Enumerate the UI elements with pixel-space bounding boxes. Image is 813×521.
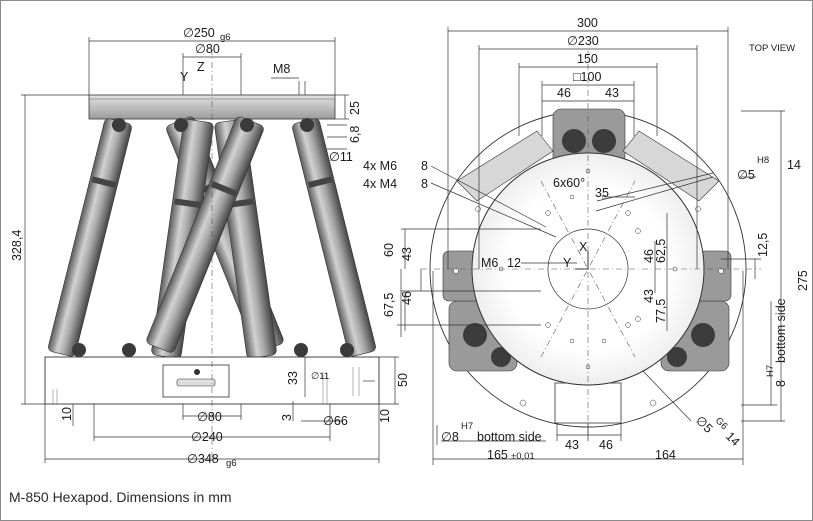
dim-10-left: 10 (60, 407, 74, 421)
dim-43-left: 43 (400, 247, 414, 261)
dim-12-5: 12,5 (756, 233, 770, 257)
bottom-side-left: bottom side (477, 430, 542, 444)
dim-d11-base: ∅11 (311, 371, 329, 382)
dim-46-right: 46 (642, 249, 656, 263)
top-view-label: TOP VIEW (749, 43, 795, 54)
dim-43-right: 43 (642, 289, 656, 303)
dim-6-8: 6,8 (348, 126, 362, 143)
dim-77-5: 77,5 (654, 299, 668, 323)
axis-y-side: Y (180, 70, 189, 84)
dim-35: 35 (595, 186, 609, 200)
pin-d5-top-tol: H8 (757, 155, 769, 166)
dim-43-bottom: 43 (565, 438, 579, 452)
dim-164: 164 (655, 448, 676, 462)
dim-150: 150 (577, 52, 598, 66)
pin-d5-top-depth: 14 (787, 158, 801, 172)
dim-8-right: 8 (774, 380, 788, 387)
dim-50: 50 (396, 373, 410, 387)
dim-46-top: 46 (557, 86, 571, 100)
dim-300: 300 (577, 16, 598, 30)
dim-25: 25 (348, 101, 362, 115)
dim-33: 33 (286, 371, 300, 385)
holes-m6: 4x M6 (363, 159, 397, 173)
dim-d80-base: ∅80 (197, 410, 222, 424)
dim-m8: M8 (273, 62, 290, 76)
dim-d240: ∅240 (191, 430, 223, 444)
caption: M-850 Hexapod. Dimensions in mm (9, 489, 232, 505)
holes-m4-depth: 8 (421, 177, 428, 191)
dim-d80-top: ∅80 (195, 42, 220, 56)
dim-d250: ∅250 (183, 26, 215, 40)
strut-legs (48, 116, 376, 359)
dim-d11-top: ∅11 (329, 150, 353, 164)
dim-d250-tol: g6 (220, 32, 231, 43)
dim-275: 275 (796, 270, 810, 291)
axis-z-side: Z (197, 60, 205, 74)
dim-62-5: 62,5 (654, 239, 668, 263)
dim-165: 165 (487, 448, 508, 462)
dim-60: 60 (382, 243, 396, 257)
dim-d348-tol: g6 (226, 458, 237, 469)
dim-d66: ∅66 (323, 414, 348, 428)
holes-m4: 4x M4 (363, 177, 397, 191)
dim-46-bottom: 46 (599, 438, 613, 452)
dim-d230: ∅230 (567, 34, 599, 48)
dim-angle: 6x60° (553, 176, 585, 190)
dim-43-top: 43 (605, 86, 619, 100)
holes-m6-depth: 8 (421, 159, 428, 173)
pin-d5-bottom-tol: G6 (713, 415, 730, 432)
dim-sq100: □100 (573, 70, 601, 84)
dim-46-left: 46 (400, 291, 414, 305)
axis-x-top: X (579, 240, 588, 254)
m6-center-depth: 12 (507, 256, 521, 270)
dim-d8-bottom: ∅8 (441, 430, 459, 444)
dim-67-5: 67,5 (382, 293, 396, 317)
dim-d8-bottom-tol: H7 (461, 421, 473, 432)
dim-8-right-tol: H7 (765, 365, 776, 377)
bottom-side-right: bottom side (774, 298, 788, 363)
dim-10-right: 10 (378, 409, 392, 423)
dim-height: 328,4 (10, 230, 24, 261)
pin-d5-bottom-depth: 14 (723, 429, 743, 449)
dim-3: 3 (280, 414, 294, 421)
pin-d5-top: ∅5 (737, 168, 755, 182)
axis-y-top: Y (563, 256, 572, 270)
m6-center: M6 (481, 256, 498, 270)
top-view: TOP VIEW 300 ∅230 150 □100 46 43 4x M6 8… (363, 16, 810, 465)
side-view: ∅250 g6 ∅80 Z Y M8 25 6,8 ∅11 328,4 33 ∅… (10, 26, 410, 469)
dim-d348: ∅348 (187, 452, 219, 466)
pin-d5-bottom: ∅5 (693, 413, 716, 436)
dim-165-tol: ±0,01 (511, 451, 535, 462)
